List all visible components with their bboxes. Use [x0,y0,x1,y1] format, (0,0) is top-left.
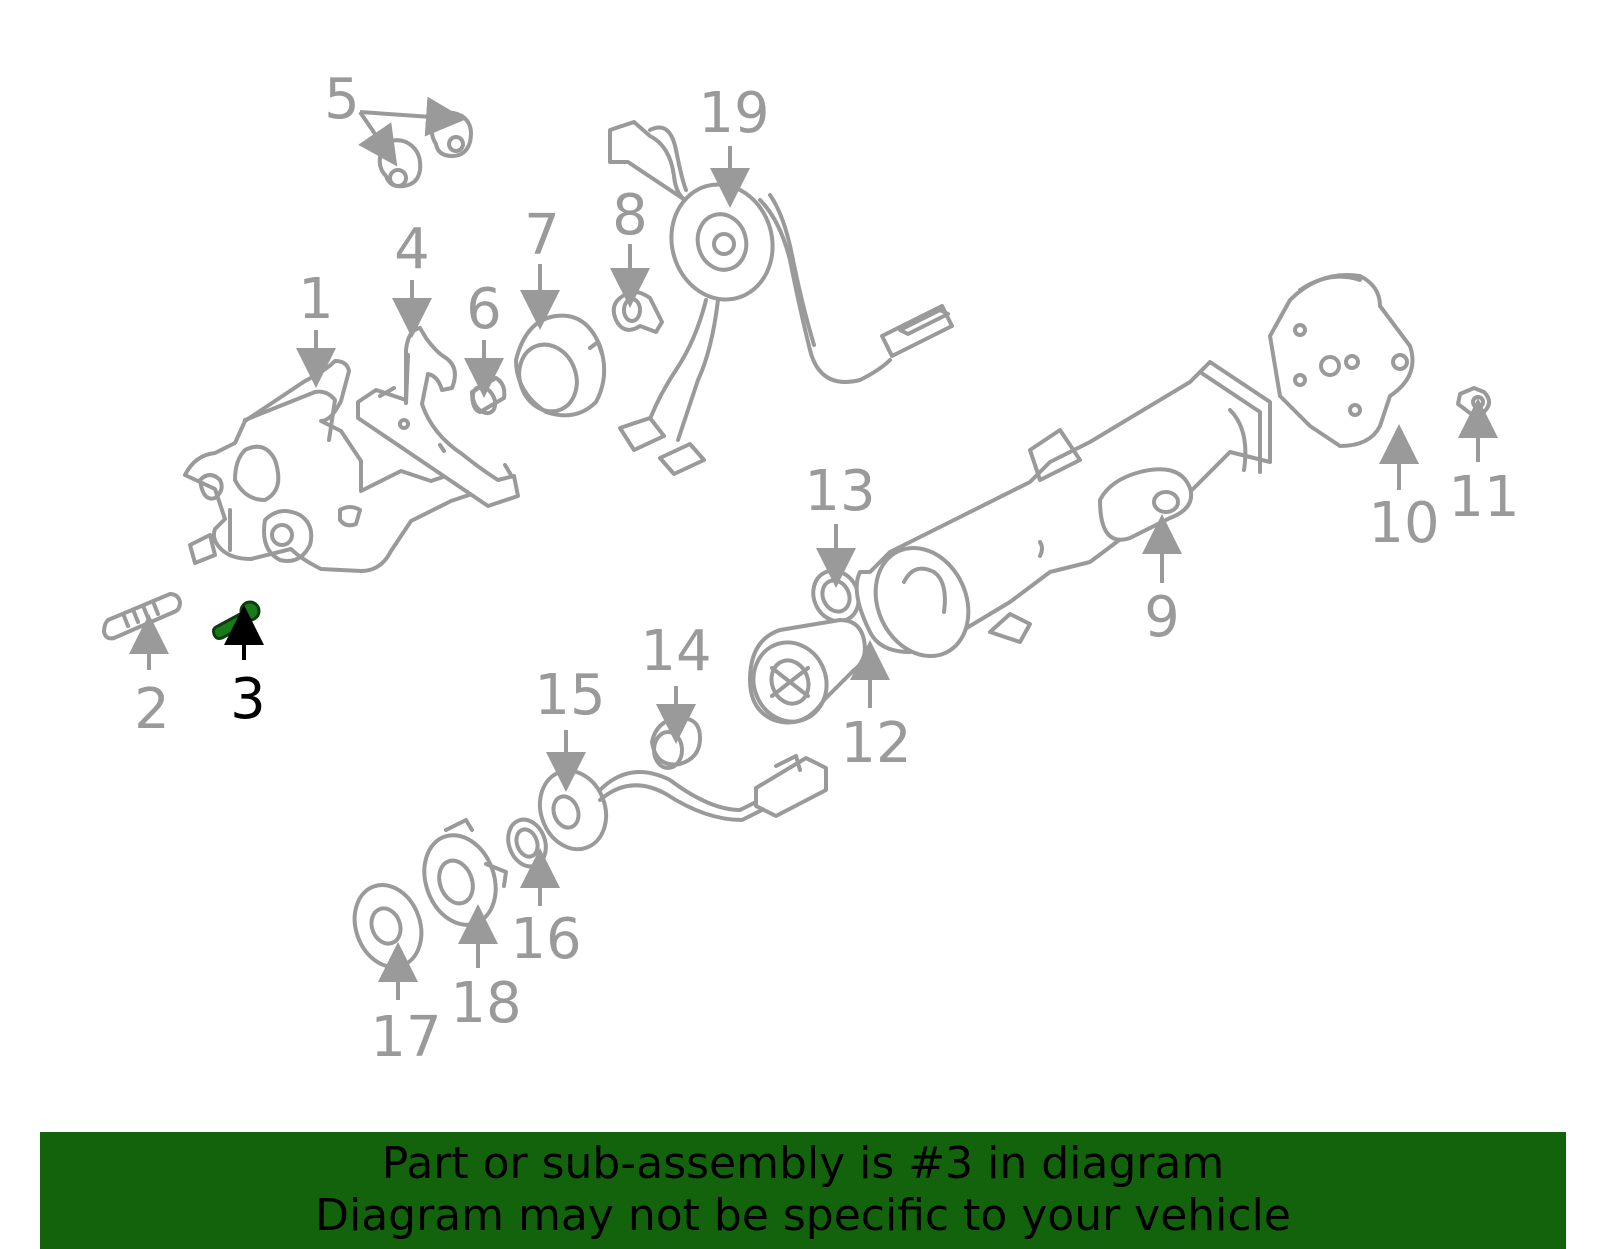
callout-15[interactable]: 15 [534,663,605,728]
part-10-plate[interactable] [1268,273,1415,448]
part-9-column-jacket[interactable] [854,360,1272,671]
callout-14[interactable]: 14 [640,619,711,684]
banner-line-1: Part or sub-assembly is #3 in diagram [381,1138,1225,1189]
part-12-bearing[interactable] [742,618,867,732]
callout-4[interactable]: 4 [394,217,430,282]
part-14-grommet[interactable] [650,715,702,770]
callout-8[interactable]: 8 [612,183,648,248]
part-7-ring[interactable] [510,313,607,420]
callout-6[interactable]: 6 [466,277,502,342]
callout-11[interactable]: 11 [1448,465,1519,530]
callout-9[interactable]: 9 [1144,585,1180,650]
callout-17[interactable]: 17 [370,1005,441,1070]
part-3-bolt-highlighted[interactable] [212,600,261,640]
callout-13[interactable]: 13 [804,459,875,524]
callout-16[interactable]: 16 [510,907,581,972]
part-18-cap[interactable] [412,818,508,935]
callout-2[interactable]: 2 [134,677,170,742]
callout-7[interactable]: 7 [524,203,560,268]
part-6-bushing[interactable] [468,376,507,417]
parts-diagram: 1 2 3 4 5 6 7 8 9 10 11 12 13 14 15 16 1… [102,67,1520,1070]
callout-10[interactable]: 10 [1368,491,1439,556]
part-19-clockspring[interactable] [608,120,954,476]
callout-3-highlighted[interactable]: 3 [230,667,266,732]
callout-5[interactable]: 5 [324,67,360,132]
part-15-sensor[interactable] [529,754,828,859]
callout-19[interactable]: 19 [698,81,769,146]
part-5-clips[interactable] [377,110,473,189]
callout-12[interactable]: 12 [840,711,911,776]
callout-leaders [129,96,1498,1000]
callout-1[interactable]: 1 [298,267,334,332]
callout-18[interactable]: 18 [450,971,521,1036]
part-11-screw[interactable] [1456,386,1491,417]
part-8-clip[interactable] [611,290,664,334]
banner-line-2: Diagram may not be specific to your vehi… [315,1190,1291,1241]
part-17-washer[interactable] [344,876,433,977]
callout-numbers: 1 2 3 4 5 6 7 8 9 10 11 12 13 14 15 16 1… [134,67,1519,1070]
info-banner: Part or sub-assembly is #3 in diagram Di… [40,1132,1566,1249]
part-2-pin[interactable] [102,592,182,641]
